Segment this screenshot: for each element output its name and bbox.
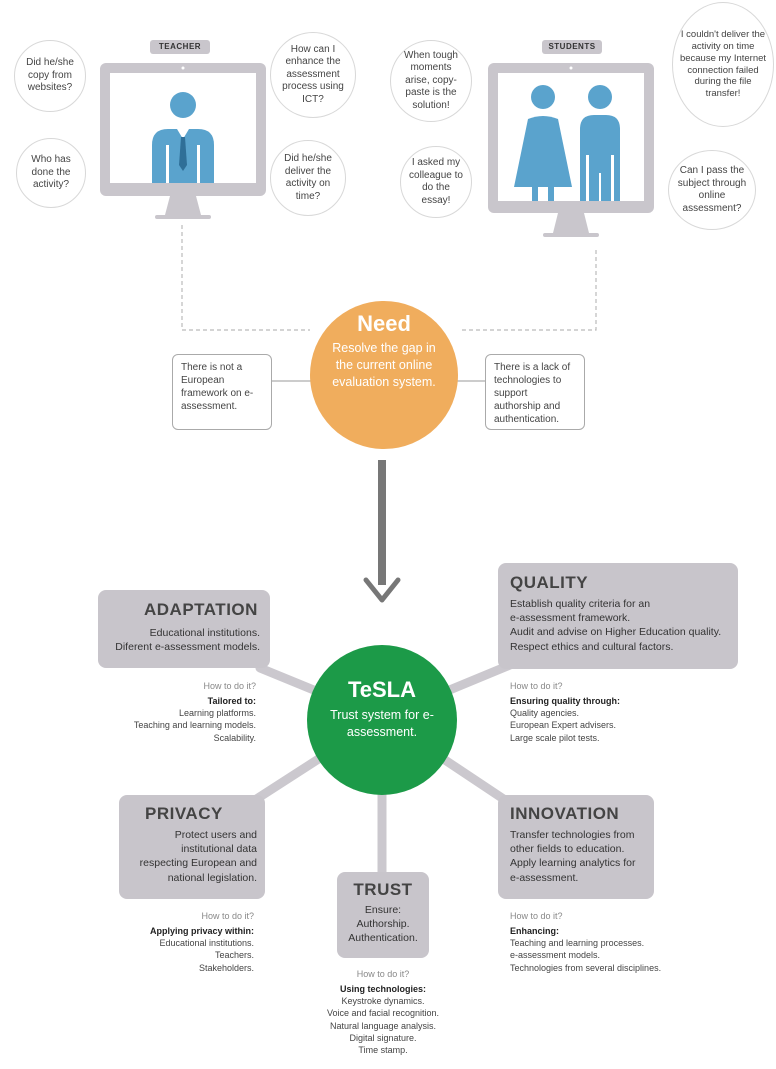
- card-line: Respect ethics and cultural factors.: [510, 640, 674, 653]
- how-heading: Enhancing:: [510, 926, 559, 937]
- how-adaptation: How to do it? Tailored to: Learning plat…: [100, 680, 256, 744]
- card-line: Transfer technologies from: [510, 829, 635, 841]
- tesla-subtitle: Trust system for e-assessment.: [330, 708, 434, 739]
- card-title: ADAPTATION: [144, 600, 258, 619]
- how-item: Learning platforms.: [178, 708, 256, 719]
- tesla-circle: TeSLA Trust system for e-assessment.: [307, 645, 457, 795]
- down-arrow-head: [363, 577, 401, 603]
- how-quality: How to do it? Ensuring quality through: …: [510, 680, 710, 744]
- how-heading: Tailored to:: [207, 696, 256, 707]
- speech-bubble: Did he/she copy from websites?: [14, 40, 86, 112]
- dashed-connector: [460, 250, 597, 331]
- speech-bubble: When tough moments arise, copy-paste is …: [390, 40, 472, 122]
- card-privacy: PRIVACY Protect users and institutional …: [119, 795, 265, 899]
- card-line: respecting European and: [139, 857, 257, 870]
- students-figures-icon: [514, 85, 620, 201]
- students-monitor: [488, 63, 654, 237]
- how-item: Teaching and learning models.: [133, 720, 256, 731]
- how-item: Teaching and learning processes.: [510, 938, 645, 949]
- how-item: Stakeholders.: [198, 962, 254, 973]
- card-line: other fields to education.: [510, 843, 625, 856]
- how-item: European Expert advisers.: [510, 720, 617, 731]
- how-heading: Applying privacy within:: [149, 926, 254, 937]
- need-right-note: There is a lack of technologies to suppo…: [485, 354, 585, 430]
- how-privacy: How to do it? Applying privacy within: E…: [110, 910, 254, 974]
- need-text: Resolve the gap in the current online ev…: [332, 341, 436, 389]
- students-label: STUDENTS: [542, 40, 602, 54]
- how-question: How to do it?: [203, 681, 256, 691]
- how-item: Teachers.: [214, 950, 254, 961]
- card-line: e-assessment.: [510, 871, 579, 884]
- dashed-connector: [181, 225, 310, 331]
- card-line: Educational institutions.: [149, 627, 260, 639]
- speech-bubble: Did he/she deliver the activity on time?: [270, 140, 346, 216]
- how-heading: Ensuring quality through:: [510, 696, 620, 707]
- card-adaptation: ADAPTATION Educational institutions. Dif…: [98, 590, 270, 668]
- how-item: Voice and facial recognition.: [326, 1008, 440, 1019]
- card-line: Diferent e-assessment models.: [115, 641, 260, 654]
- card-line: Protect users and: [174, 829, 257, 841]
- how-item: Quality agencies.: [510, 708, 580, 719]
- how-item: Time stamp.: [358, 1044, 408, 1055]
- teacher-label: TEACHER: [150, 40, 210, 54]
- card-line: e-assessment framework.: [510, 612, 631, 625]
- card-title: INNOVATION: [510, 804, 620, 823]
- how-item: Large scale pilot tests.: [510, 732, 600, 743]
- need-title: Need: [357, 311, 411, 336]
- how-trust: How to do it? Using technologies: Keystr…: [300, 968, 466, 1056]
- how-item: Digital signature.: [349, 1032, 417, 1043]
- how-item: e-assessment models.: [510, 950, 601, 961]
- need-left-note: There is not a European framework on e-a…: [172, 354, 272, 430]
- card-line: Ensure:: [364, 904, 402, 916]
- speech-bubble: I couldn't deliver the activity on time …: [672, 2, 774, 127]
- card-innovation: INNOVATION Transfer technologies from ot…: [498, 795, 654, 899]
- how-innovation: How to do it? Enhancing: Teaching and le…: [510, 910, 700, 974]
- how-question: How to do it?: [201, 911, 254, 921]
- card-line: Authentication.: [348, 932, 418, 945]
- tesla-title: TeSLA: [347, 677, 417, 702]
- card-line: Establish quality criteria for an: [510, 598, 651, 610]
- how-item: Scalability.: [213, 732, 256, 743]
- how-heading: Using technologies:: [339, 984, 426, 995]
- speech-bubble: How can I enhance the assessment process…: [270, 32, 356, 118]
- how-item: Technologies from several disciplines.: [510, 962, 662, 973]
- card-title: TRUST: [353, 880, 413, 899]
- how-question: How to do it?: [356, 969, 410, 979]
- how-item: Educational institutions.: [159, 938, 254, 949]
- card-title: PRIVACY: [145, 804, 223, 823]
- card-trust: TRUST Ensure: Authorship. Authentication…: [337, 872, 429, 958]
- speech-bubble: I asked my colleague to do the essay!: [400, 146, 472, 218]
- how-item: Keystroke dynamics.: [341, 996, 425, 1007]
- card-line: Authorship.: [356, 918, 410, 931]
- card-quality: QUALITY Establish quality criteria for a…: [498, 563, 738, 669]
- card-line: Audit and advise on Higher Education qua…: [510, 626, 722, 639]
- card-title: QUALITY: [510, 573, 589, 592]
- how-item: Natural language analysis.: [329, 1020, 437, 1031]
- card-line: Apply learning analytics for: [510, 857, 636, 870]
- teacher-figure-icon: [152, 92, 214, 183]
- card-line: national legislation.: [167, 871, 257, 884]
- teacher-monitor: [100, 63, 266, 219]
- how-question: How to do it?: [510, 911, 563, 921]
- speech-bubble: Who has done the activity?: [16, 138, 86, 208]
- down-arrow-shaft: [378, 460, 386, 585]
- speech-bubble: Can I pass the subject through online as…: [668, 150, 756, 230]
- card-line: institutional data: [181, 843, 257, 856]
- how-question: How to do it?: [510, 681, 563, 691]
- need-circle: Need Resolve the gap in the current onli…: [310, 301, 458, 449]
